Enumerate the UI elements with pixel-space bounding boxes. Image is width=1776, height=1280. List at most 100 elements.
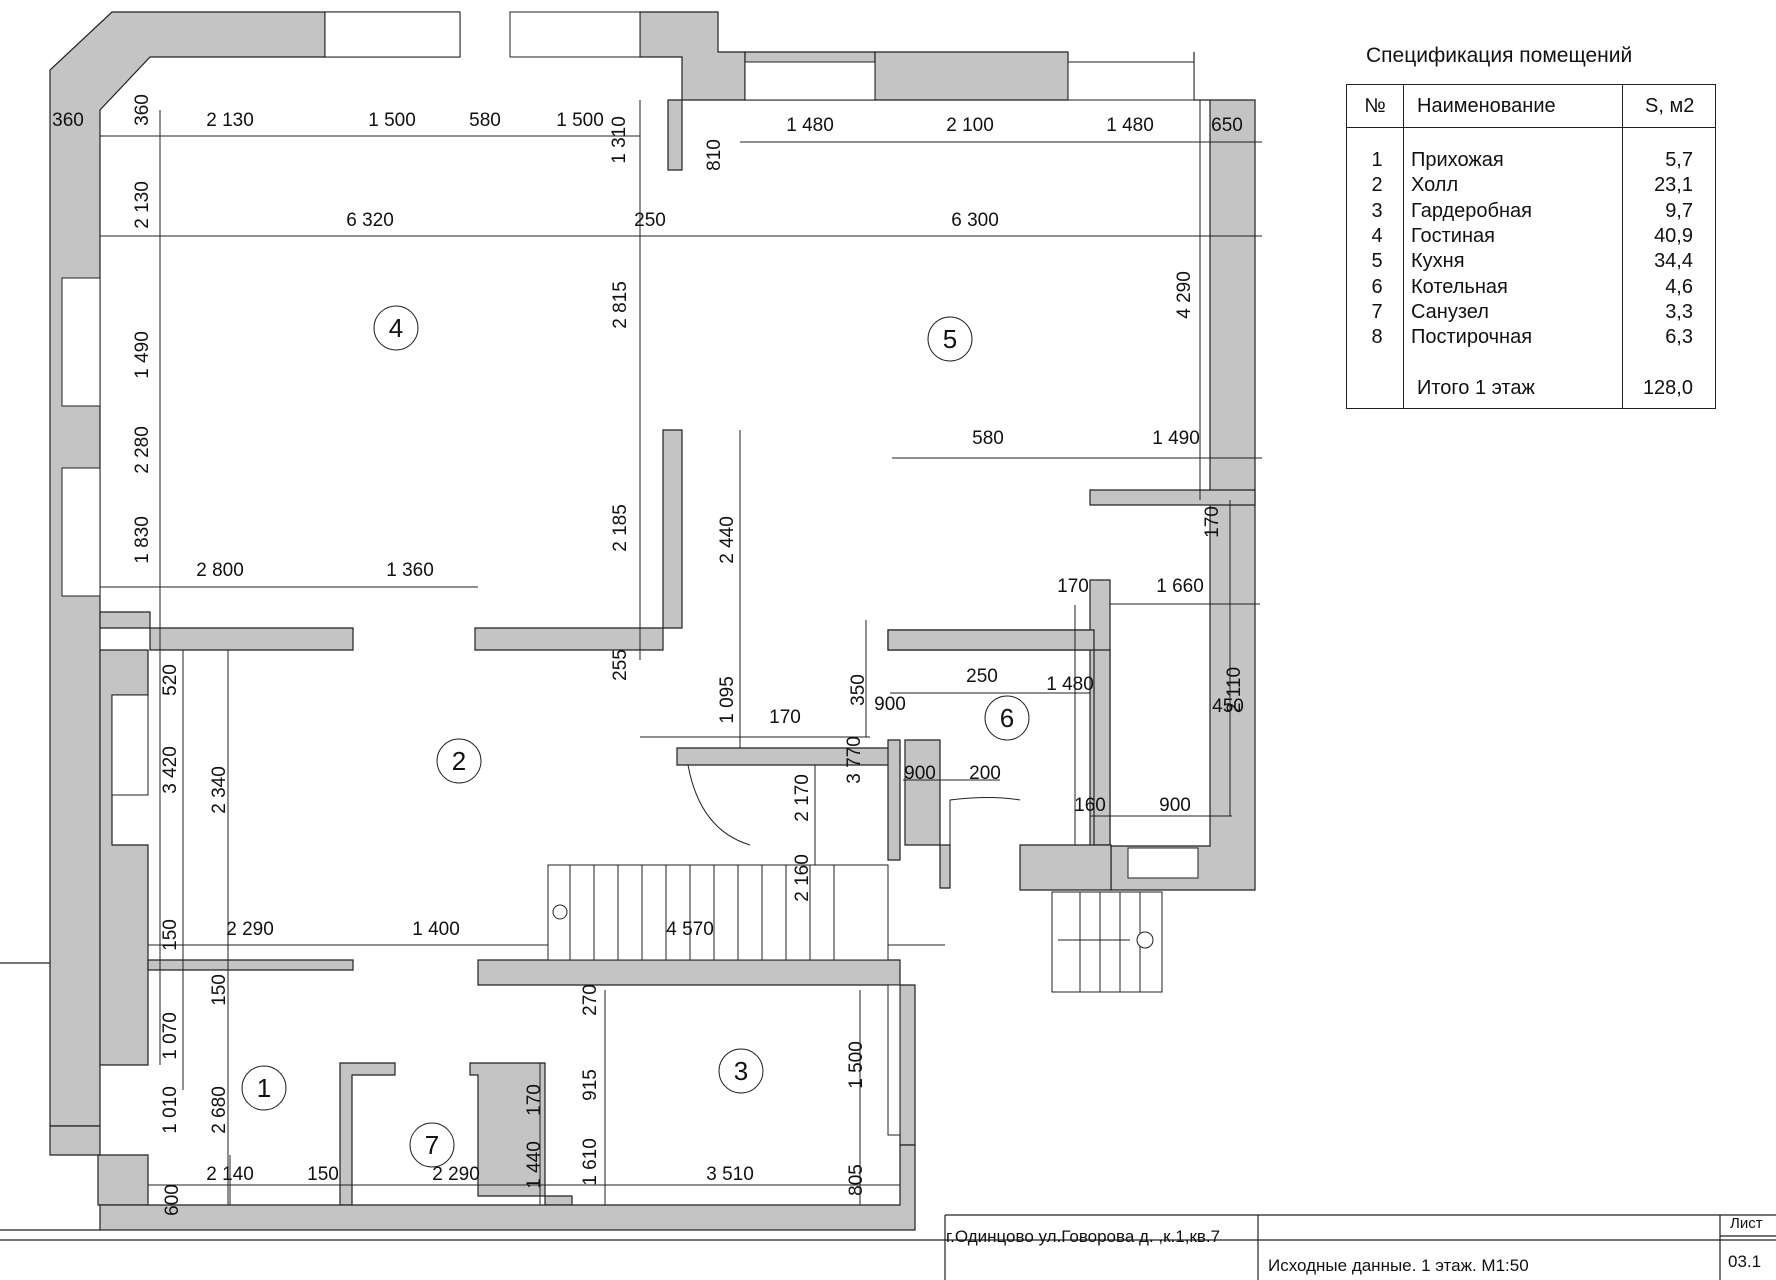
- dimension-label: 1 830: [132, 516, 153, 564]
- room-number-circle: [984, 695, 1030, 741]
- dimension-label: 1 440: [524, 1141, 545, 1189]
- dimension-label: 3 510: [706, 1164, 754, 1185]
- dimension-label: 1 480: [1046, 674, 1094, 695]
- dimension-label: 2 110: [1224, 667, 1245, 713]
- wall-segment: [97, 1154, 149, 1206]
- room-number: 3: [734, 1056, 748, 1086]
- dimension-label: 2 170: [792, 774, 813, 822]
- dimension-label: 810: [704, 139, 725, 171]
- room-number-circle: [927, 316, 973, 362]
- spec-row-area: 40,9: [1654, 224, 1693, 247]
- room-number: 2: [452, 746, 466, 776]
- dimension-label: 6 320: [346, 210, 394, 231]
- room-number: 7: [425, 1130, 439, 1160]
- wall-segment: [639, 11, 746, 171]
- door-swing: [687, 764, 751, 846]
- dimension-label: 250: [634, 210, 666, 231]
- spec-row-no: 7: [1371, 300, 1383, 323]
- wall-segment: [874, 51, 1069, 101]
- windows: [61, 11, 1199, 1136]
- window: [61, 277, 101, 407]
- wall-segment: [99, 611, 354, 651]
- spec-header-area: S, м2: [1645, 95, 1695, 117]
- door-swing: [949, 797, 1021, 885]
- spec-row-area: 3,3: [1665, 300, 1693, 323]
- dimension-label: 4 290: [1174, 271, 1195, 319]
- door-swings: [687, 764, 1021, 885]
- dimension-label: 1 480: [1106, 115, 1154, 136]
- spec-row-area: 23,1: [1654, 174, 1693, 197]
- window: [61, 467, 101, 597]
- dimension-label: 170: [1057, 576, 1089, 597]
- spec-row-name: Постирочная: [1411, 326, 1533, 349]
- dimension-label: 4 570: [666, 919, 714, 940]
- dimension-label: 350: [848, 674, 869, 706]
- dimension-label: 2 440: [717, 516, 738, 564]
- spec-total-label: Итого 1 этаж: [1417, 377, 1535, 399]
- titleblock-sheet-number: 03.1: [1728, 1252, 1762, 1271]
- wall-segment: [899, 984, 916, 1146]
- dimension-label: 170: [1202, 506, 1223, 538]
- dimension-label: 2 130: [206, 110, 254, 131]
- dimension-label: 1 490: [1152, 428, 1200, 449]
- dimension-label: 2 290: [432, 1164, 480, 1185]
- dimension-label: 3 420: [160, 746, 181, 794]
- dimension-label: 170: [524, 1084, 545, 1116]
- dimension-label: 150: [160, 919, 181, 951]
- spec-row-no: 2: [1371, 174, 1383, 197]
- wall-segment: [49, 1125, 101, 1156]
- spec-header-no: №: [1364, 95, 1386, 117]
- spec-total-row: Итого 1 этаж 128,0: [1347, 377, 1715, 401]
- stair-start-mark: [552, 904, 568, 920]
- spec-row-no: 6: [1371, 275, 1383, 298]
- dimension-label: 2 290: [226, 919, 274, 940]
- dimension-label: 170: [769, 707, 801, 728]
- room-number: 1: [257, 1073, 271, 1103]
- wall-segment: [477, 959, 901, 986]
- drawing-frame: [0, 962, 1776, 1280]
- dimension-label: 1 500: [846, 1041, 867, 1089]
- spec-row-name: Холл: [1411, 174, 1459, 197]
- entrance-step-mark: [1136, 931, 1154, 949]
- titleblock-address: г.Одинцово ул.Говорова д. ,к.1,кв.7: [946, 1227, 1221, 1246]
- dimension-label: 6 300: [951, 210, 999, 231]
- dimension-label: 2 100: [946, 115, 994, 136]
- dimension-label: 915: [580, 1069, 601, 1101]
- dimension-label: 1 400: [412, 919, 460, 940]
- spec-row-name: Гардеробная: [1411, 199, 1532, 222]
- dimension-label: 2 680: [209, 1086, 230, 1134]
- dimension-label: 1 660: [1156, 576, 1204, 597]
- dimension-label: 1 010: [160, 1086, 181, 1134]
- window: [887, 984, 901, 1136]
- window: [324, 11, 461, 58]
- wall-segment: [904, 739, 951, 889]
- spec-row-area: 4,6: [1665, 275, 1693, 298]
- room-number: 6: [1000, 703, 1014, 733]
- dimension-label: 1 095: [717, 676, 738, 724]
- dimension-label: 250: [966, 666, 998, 687]
- dimension-label: 1 070: [160, 1012, 181, 1060]
- spec-row-area: 5,7: [1665, 149, 1693, 171]
- dimension-label: 1 490: [132, 331, 153, 379]
- dimension-label: 900: [904, 763, 936, 784]
- dimension-label: 360: [52, 110, 84, 131]
- dimension-label: 2 815: [610, 281, 631, 329]
- dimension-label: 3 770: [844, 736, 865, 784]
- room-number-circle: [718, 1048, 764, 1094]
- spec-row-no: 8: [1371, 326, 1383, 349]
- dimension-label: 2 140: [206, 1164, 254, 1185]
- dimension-label: 1 310: [609, 116, 630, 164]
- dimension-label: 900: [1159, 795, 1191, 816]
- dimension-label: 2 340: [209, 766, 230, 814]
- dimension-label: 200: [969, 763, 1001, 784]
- dimension-label: 580: [469, 110, 501, 131]
